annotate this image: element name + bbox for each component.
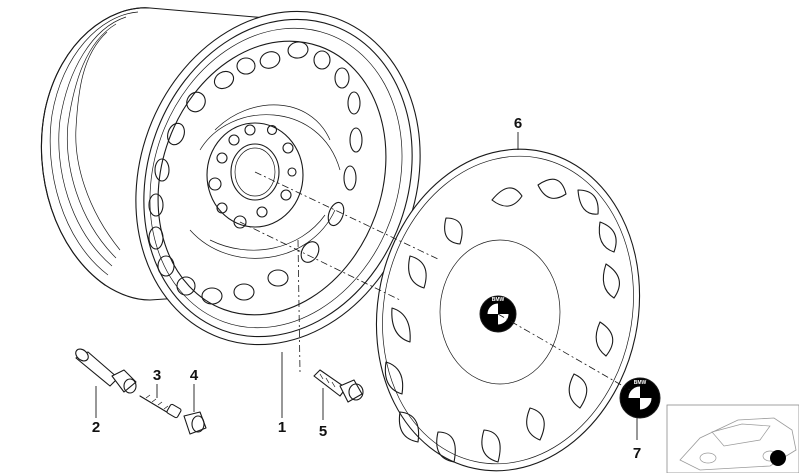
car-silhouette-icon bbox=[679, 417, 797, 471]
callout-1: 1 bbox=[278, 419, 286, 436]
valve-stem bbox=[75, 348, 137, 394]
callout-labels: 1 2 3 4 5 6 7 bbox=[92, 115, 641, 462]
callout-leaders bbox=[95, 132, 638, 440]
vehicle-thumbnail bbox=[666, 404, 799, 473]
lug-holes bbox=[208, 124, 297, 229]
callout-2: 2 bbox=[92, 419, 100, 436]
wheel-cover: BMW bbox=[375, 148, 641, 472]
callout-4: 4 bbox=[190, 367, 199, 384]
valve-cap bbox=[183, 411, 207, 435]
assembly-dashed-lines bbox=[239, 171, 631, 391]
location-marker-icon bbox=[770, 450, 786, 466]
callout-7: 7 bbox=[633, 445, 641, 462]
callout-6: 6 bbox=[514, 115, 522, 132]
emblem-badge-text: BMW bbox=[634, 380, 647, 386]
wheel-vent-holes bbox=[148, 41, 363, 305]
callout-5: 5 bbox=[319, 423, 327, 440]
wheel-bolt bbox=[313, 369, 364, 403]
callout-3: 3 bbox=[153, 367, 161, 384]
valve-core bbox=[139, 394, 182, 419]
cover-emblem-text: BMW bbox=[492, 297, 505, 303]
steel-wheel bbox=[40, 7, 421, 346]
emblem-badge: BMW bbox=[619, 377, 661, 419]
cover-slots bbox=[384, 178, 620, 463]
